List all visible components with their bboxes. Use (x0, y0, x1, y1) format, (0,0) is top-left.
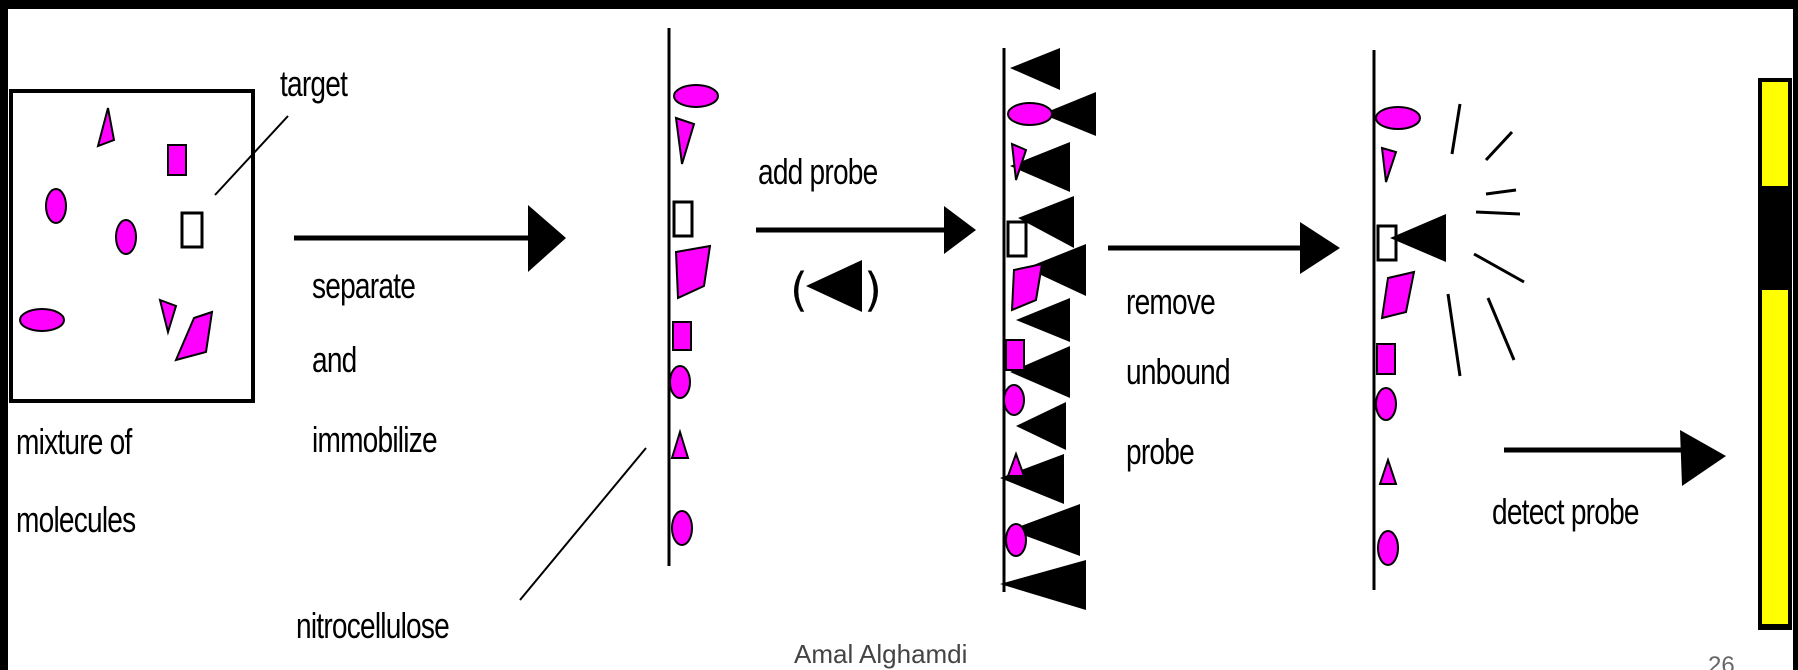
molecule-square (167, 144, 187, 176)
membrane-2 (1000, 48, 1096, 610)
triangle-probe-icon (806, 260, 862, 312)
mixture-label-line2: molecules (16, 499, 136, 540)
membrane-1 (667, 28, 719, 566)
arrow-separate (294, 205, 566, 272)
molecule-wedge (174, 310, 214, 362)
accent-bar (1758, 78, 1792, 630)
detect-probe-label: detect probe (1492, 491, 1640, 532)
target-label: target (280, 63, 348, 104)
paren-close: ) (864, 263, 882, 317)
paren-open: ( (790, 263, 808, 317)
target-molecule (180, 211, 204, 249)
mixture-box (9, 89, 255, 403)
arrow-detect (1504, 430, 1726, 486)
molecule-triangle (158, 298, 178, 336)
unbound-label: unbound (1126, 351, 1231, 392)
signal-burst-icon (1446, 103, 1525, 377)
mixture-label-line1: mixture of (16, 421, 132, 462)
bound-probe (1390, 214, 1446, 262)
probe-label: probe (1126, 431, 1195, 472)
slide-number: 26 (1708, 652, 1735, 670)
immobilize-label: immobilize (312, 419, 438, 460)
nitrocellulose-label: nitrocellulose (296, 605, 450, 646)
separate-label: separate (312, 265, 416, 306)
target-pointer (214, 115, 289, 196)
mixture-molecules (19, 107, 214, 362)
arrow-add-probe (756, 206, 976, 254)
membrane-3 (1372, 50, 1446, 590)
molecule-triangle (96, 107, 116, 148)
remove-label: remove (1126, 281, 1216, 322)
molecule-oval (19, 308, 65, 332)
footer-author: Amal Alghamdi (794, 639, 968, 669)
nitrocellulose-pointer (519, 447, 647, 601)
arrow-remove (1108, 222, 1340, 274)
molecule-oval (45, 188, 67, 224)
add-probe-label: add probe (758, 151, 878, 192)
molecule-oval (115, 219, 137, 255)
and-label: and (312, 339, 357, 380)
